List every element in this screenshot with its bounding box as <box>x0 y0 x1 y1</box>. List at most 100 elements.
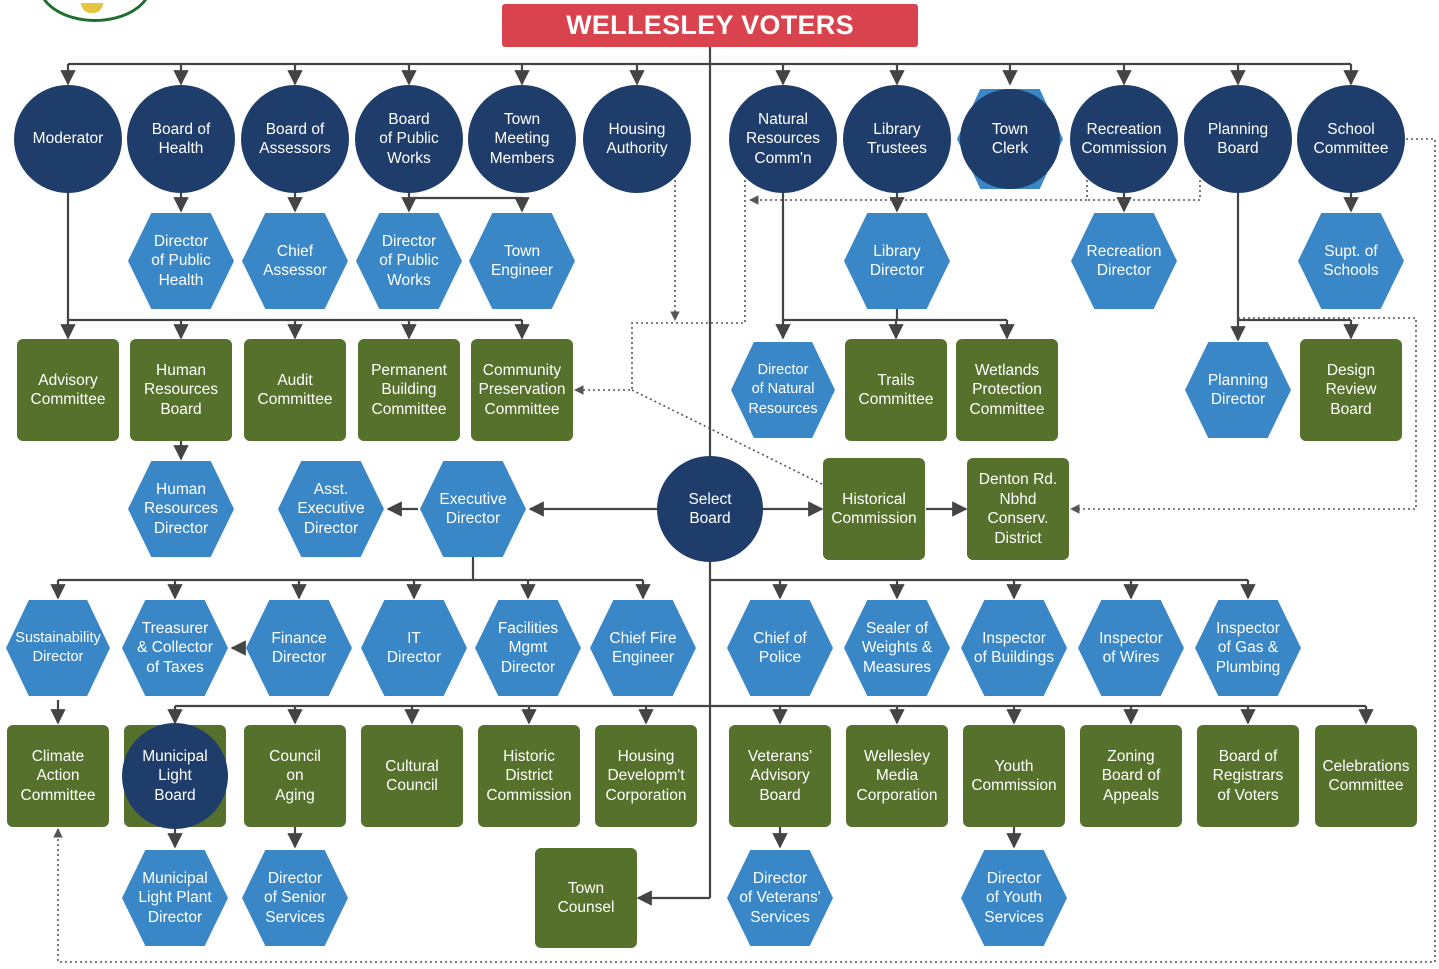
inspector-wires-node <box>1078 600 1184 696</box>
finance-director-hexagon <box>246 600 352 696</box>
chief-of-police-hexagon <box>727 600 833 696</box>
inspector-gas-plumbing-node <box>1195 600 1301 696</box>
natural-resources-commn-node <box>729 85 837 193</box>
chief-fire-engineer-hexagon <box>590 600 696 696</box>
school-committee-circle <box>1297 85 1405 193</box>
connector-lines <box>50 47 1436 963</box>
planning-director-hexagon <box>1185 342 1291 438</box>
community-preservation-committee-node <box>471 339 573 441</box>
zoning-board-of-appeals-node <box>1080 725 1182 827</box>
inspector-buildings-hexagon <box>961 600 1067 696</box>
treasurer-collector-hexagon <box>122 600 228 696</box>
board-of-public-works-circle <box>355 85 463 193</box>
veterans-advisory-board-node <box>729 725 831 827</box>
facilities-mgmt-director-hexagon <box>475 600 581 696</box>
recreation-commission-circle <box>1070 85 1178 193</box>
sealer-weights-measures-node <box>844 600 950 696</box>
zoning-board-of-appeals-box <box>1080 725 1182 827</box>
finance-director-node <box>246 600 352 696</box>
school-to-climate-dotted <box>53 138 1436 963</box>
director-natural-resources-hexagon <box>731 342 835 438</box>
inspector-gas-plumbing-hexagon <box>1195 600 1301 696</box>
director-youth-services-node <box>961 850 1067 946</box>
director-senior-services-node <box>242 850 348 946</box>
municipal-light-board-node <box>122 723 228 829</box>
municipal-light-plant-director-node <box>122 850 228 946</box>
celebrations-committee-node <box>1315 725 1417 827</box>
housing-authority-circle <box>583 85 691 193</box>
inspector-wires-hexagon <box>1078 600 1184 696</box>
board-of-public-works-node <box>355 85 463 193</box>
hr-board-node <box>130 339 232 441</box>
planning-director-node <box>1185 342 1291 438</box>
recreation-director-node <box>1071 213 1177 309</box>
board-of-assessors-circle <box>241 85 349 193</box>
municipal-light-plant-director-hexagon <box>122 850 228 946</box>
historical-to-cpc-dotted <box>631 389 823 485</box>
inspector-buildings-node <box>961 600 1067 696</box>
trails-committee-box <box>845 339 947 441</box>
moderator-node <box>14 85 122 193</box>
executive-director-hexagon <box>420 461 526 557</box>
historical-commission-node <box>823 458 925 560</box>
rec-dotted <box>749 175 1088 205</box>
historic-district-commission-box <box>478 725 580 827</box>
design-review-board-node <box>1300 339 1402 441</box>
library-trustees-node <box>843 85 951 193</box>
wetlands-protection-committee-node <box>956 339 1058 441</box>
town-meeting-members-node <box>468 85 576 193</box>
audit-committee-box <box>244 339 346 441</box>
trails-committee-node <box>845 339 947 441</box>
asst-executive-director-hexagon <box>278 461 384 557</box>
sealer-weights-measures-hexagon <box>844 600 950 696</box>
select-board-node <box>657 456 763 562</box>
hr-board-box <box>130 339 232 441</box>
board-of-health-node <box>127 85 235 193</box>
community-preservation-committee-box <box>471 339 573 441</box>
denton-rd-node <box>967 458 1069 560</box>
library-director-node <box>844 213 950 309</box>
town-engineer-node <box>469 213 575 309</box>
youth-commission-box <box>963 725 1065 827</box>
library-trustees-circle <box>843 85 951 193</box>
director-public-works-node <box>356 213 462 309</box>
climate-action-committee-node <box>7 725 109 827</box>
council-on-aging-node <box>244 725 346 827</box>
asst-executive-director-node <box>278 461 384 557</box>
recreation-commission-node <box>1070 85 1178 193</box>
town-meeting-members-circle <box>468 85 576 193</box>
design-review-board-box <box>1300 339 1402 441</box>
town-engineer-hexagon <box>469 213 575 309</box>
climate-action-committee-box <box>7 725 109 827</box>
facilities-mgmt-director-node <box>475 600 581 696</box>
advisory-committee-node <box>17 339 119 441</box>
nrc-to-cpc-dotted <box>574 175 746 395</box>
town-clerk-circle <box>960 89 1060 189</box>
it-director-hexagon <box>361 600 467 696</box>
director-veterans-services-node <box>727 850 833 946</box>
board-of-health-circle <box>127 85 235 193</box>
permanent-building-committee-box <box>358 339 460 441</box>
municipal-light-board-circle <box>122 723 228 829</box>
town-clerk-node <box>957 89 1063 189</box>
chief-fire-engineer-node <box>590 600 696 696</box>
board-of-assessors-node <box>241 85 349 193</box>
planning-board-circle <box>1184 85 1292 193</box>
board-of-registrars-node <box>1197 725 1299 827</box>
director-natural-resources-node <box>731 342 835 438</box>
permanent-building-committee-node <box>358 339 460 441</box>
chief-assessor-node <box>242 213 348 309</box>
library-director-hexagon <box>844 213 950 309</box>
select-board-circle <box>657 456 763 562</box>
it-director-node <box>361 600 467 696</box>
housing-authority-node <box>583 85 691 193</box>
planning-to-denton-dotted <box>1070 317 1417 514</box>
cultural-council-node <box>361 725 463 827</box>
planning-board-node <box>1184 85 1292 193</box>
wellesley-media-corporation-node <box>846 725 948 827</box>
town-counsel-box <box>535 848 637 948</box>
supt-of-schools-node <box>1298 213 1404 309</box>
director-veterans-services-hexagon <box>727 850 833 946</box>
